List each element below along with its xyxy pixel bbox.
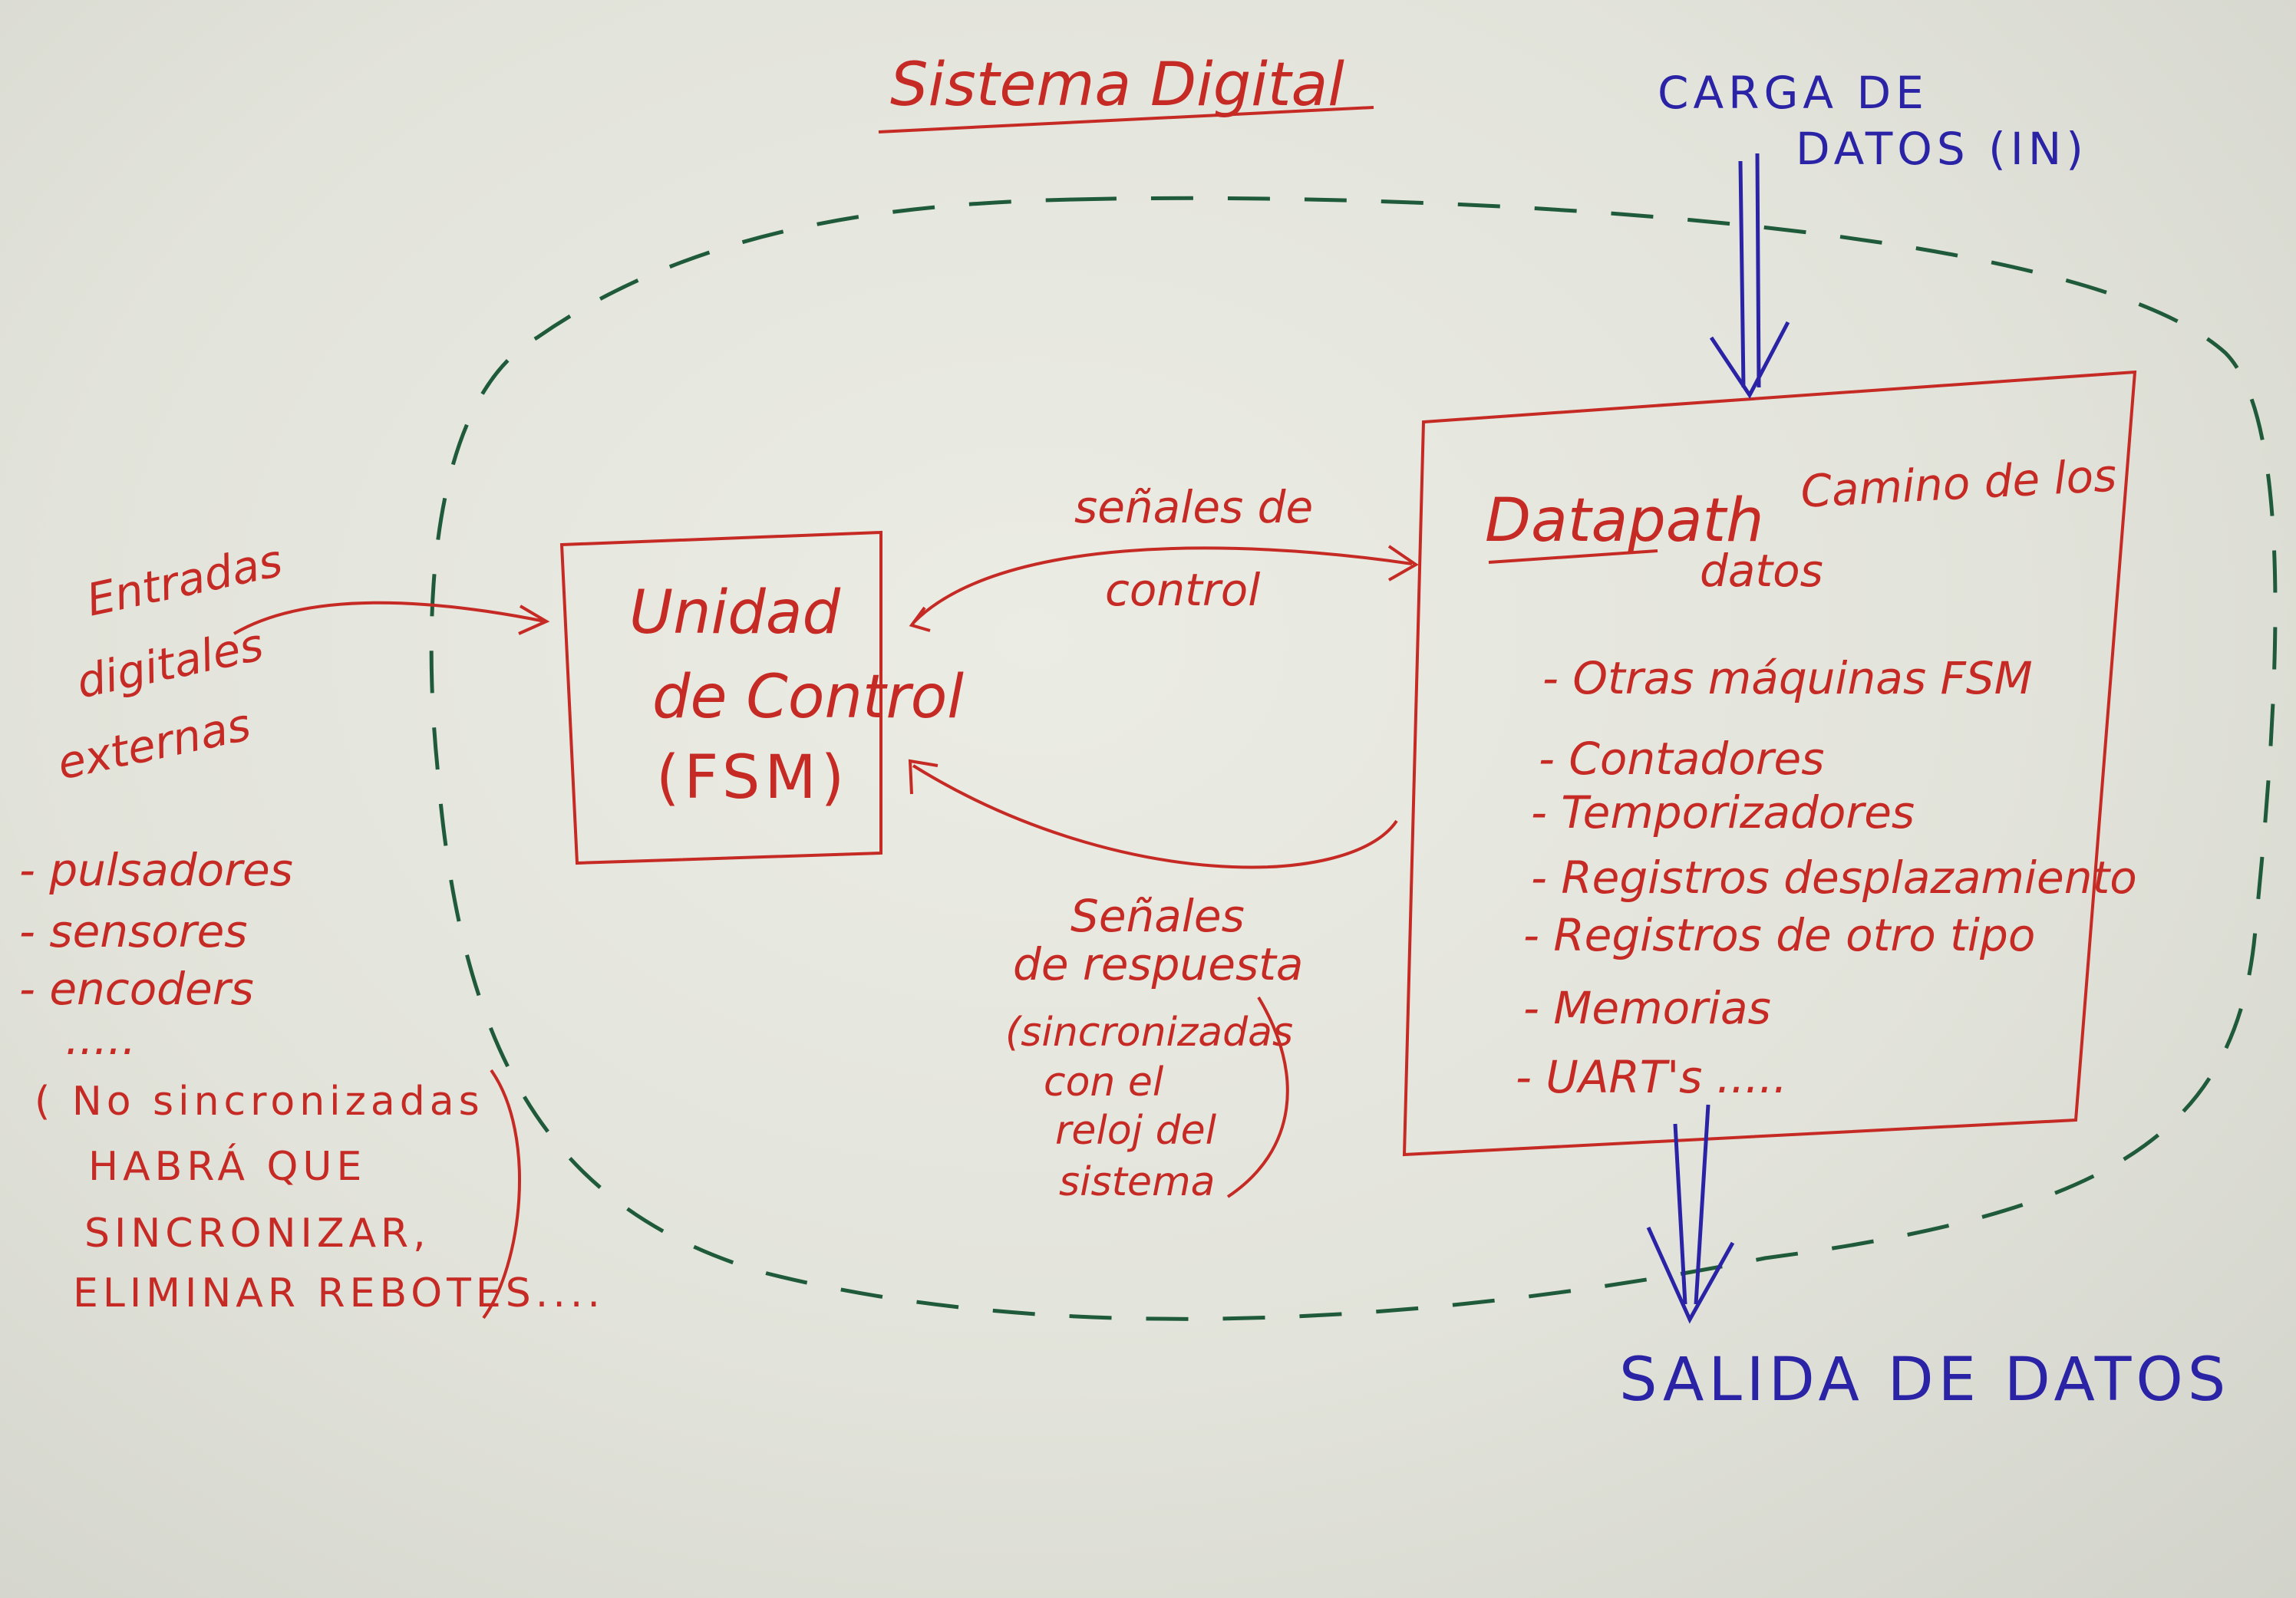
datapath-subtitle-line2: datos [1700,545,1823,597]
input-arrow [233,601,546,635]
datapath-item: - Registros desplazamiento [1531,852,2137,904]
data-output-label: SALIDA DE DATOS [1619,1346,2231,1415]
external-inputs-note-line1: ( No sincronizadas [35,1079,484,1125]
external-inputs-note-line2: HABRÁ QUE [88,1144,367,1190]
external-input-item: - pulsadores [19,844,293,896]
output-data-arrow-line-b [1694,1104,1710,1305]
external-inputs-note-line3: SINCRONIZAR, [84,1211,430,1257]
control-unit-label-line1: Unidad [629,578,841,647]
datapath-box [1402,370,2137,1157]
datapath-underline [1488,549,1658,564]
response-signals-arrow [912,764,1398,869]
input-data-arrow-line-b [1755,153,1761,388]
control-unit-box [559,530,882,865]
system-boundary [429,196,2278,1321]
datapath-item: - Contadores [1539,733,1825,785]
datapath-item: - Registros de otro tipo [1523,909,2036,961]
response-signals-note-line4: sistema [1059,1159,1216,1205]
datapath-title: Datapath [1485,486,1764,555]
response-signals-note-line3: reloj del [1055,1108,1217,1154]
datapath-item: - UART's ..... [1516,1051,1788,1103]
title-underline [878,106,1374,133]
response-signals-note-line2: con el [1044,1059,1164,1105]
external-input-item: ..... [65,1013,137,1065]
control-signals-label-line1: señales de [1074,481,1314,533]
data-input-label-line1: CARGA DE [1658,67,1928,119]
control-unit-label-line3: (FSM) [656,743,849,812]
external-input-item: - encoders [19,963,254,1015]
input-arrowhead [518,605,550,635]
response-signals-label-line2: de respuesta [1013,938,1304,990]
datapath-item: - Memorias [1523,982,1771,1034]
input-data-arrowhead [1709,321,1790,399]
data-input-label-line2: DATOS (IN) [1796,123,2088,175]
response-signals-label-line1: Señales [1070,890,1245,942]
response-note-bracket [1226,996,1289,1198]
output-data-arrowhead [1646,1226,1735,1324]
control-signals-tail [909,606,931,632]
control-signals-arrow [912,546,1413,624]
input-data-arrow-line-a [1738,160,1746,388]
datapath-item: - Temporizadores [1531,786,1915,839]
control-signals-arrowhead [1387,545,1419,582]
external-input-item: - sensores [19,905,248,957]
response-signals-note-line1: (sincronizadas [1005,1010,1294,1056]
control-unit-label-line2: de Control [652,663,964,732]
control-signals-label-line2: control [1105,564,1261,616]
output-data-arrow-line-a [1673,1123,1687,1305]
external-note-bracket [482,1069,521,1320]
response-signals-arrowhead [908,759,939,795]
diagram-title: Sistema Digital [890,51,1344,120]
external-inputs-note-line4: ELIMINAR REBOTES.... [73,1270,605,1316]
datapath-item: - Otras máquinas FSM [1542,652,2033,704]
